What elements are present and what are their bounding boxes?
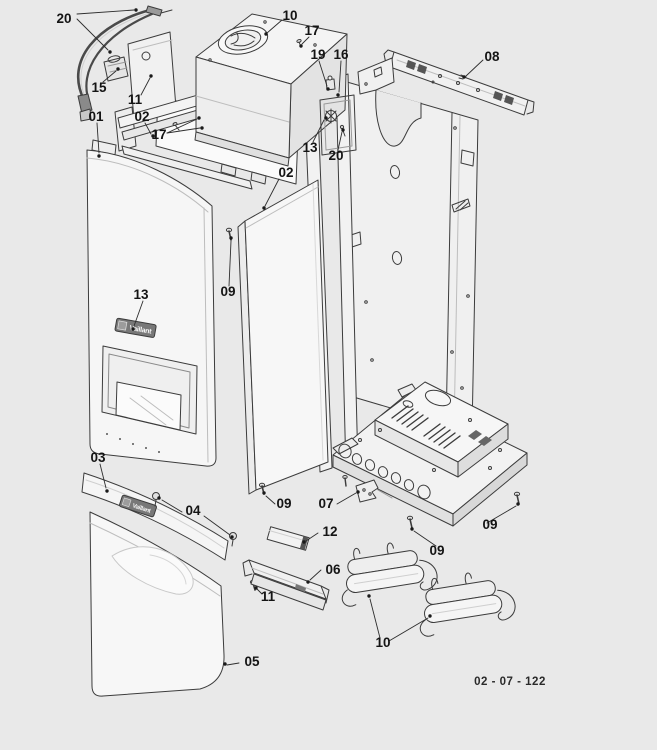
front-casing-panel: Vaillant (86, 139, 217, 467)
callout-20-cable: 20 (56, 11, 71, 26)
fan-collar (217, 25, 269, 55)
callout-19: 19 (310, 47, 325, 62)
wall-mounting-rail (383, 49, 535, 116)
controls-fascia-strip: Vaillant (81, 472, 237, 561)
callout-07: 07 (318, 496, 333, 511)
screw-chassis-right (513, 491, 521, 505)
callout-20-right: 20 (328, 148, 343, 163)
screw-chassis-left (406, 515, 414, 529)
callout-09-b: 09 (276, 496, 291, 511)
callout-09-a: 09 (220, 284, 235, 299)
callout-02-left: 02 (134, 109, 149, 124)
fixing-screws (225, 227, 521, 591)
callout-11-screw: 11 (261, 589, 276, 604)
spark-plug-connector (103, 55, 129, 82)
callout-labels: 20 15 11 01 02 17 10 17 19 16 13 20 08 0… (56, 8, 500, 669)
rear-frame-panel (346, 81, 479, 433)
leader-lines (76, 8, 520, 666)
ignition-cable (77, 5, 173, 122)
chassis-base (332, 381, 528, 527)
callout-12: 12 (322, 524, 337, 539)
pipe-clamps (341, 542, 516, 637)
callout-16: 16 (333, 47, 349, 62)
callout-04: 04 (185, 503, 201, 518)
callout-11-rail: 11 (128, 92, 143, 107)
vent-slats (391, 405, 461, 449)
callout-15: 15 (91, 80, 107, 95)
leader-dots (97, 8, 520, 666)
brand-badge: Vaillant (114, 317, 157, 338)
interlock-small-parts (319, 57, 395, 156)
callout-08: 08 (484, 49, 500, 64)
pipe-clamp-right (419, 572, 516, 637)
callout-17-top: 17 (304, 23, 319, 38)
callout-01: 01 (88, 109, 104, 124)
side-panel (237, 179, 329, 495)
callout-03: 03 (90, 450, 106, 465)
drawing-number: 02 - 07 - 122 (474, 676, 546, 688)
callout-05: 05 (244, 654, 260, 669)
brand-badge-strip-text: Vaillant (131, 503, 151, 515)
bottom-baffle-rail (242, 559, 330, 611)
callout-09-d: 09 (482, 517, 497, 532)
callout-10-clamps: 10 (375, 635, 390, 650)
callout-10-box: 10 (282, 8, 297, 23)
callout-17-left: 17 (151, 127, 166, 142)
callout-06: 06 (325, 562, 341, 577)
callout-02-mid: 02 (278, 165, 293, 180)
brand-badge-text: Vaillant (129, 325, 153, 336)
air-intake-box (194, 13, 348, 185)
callout-09-c: 09 (429, 543, 444, 558)
screw-bracket (342, 475, 348, 487)
cover-plate (266, 526, 310, 551)
callout-13-top: 13 (302, 140, 318, 155)
callout-13-badge: 13 (133, 287, 149, 302)
retaining-bracket (355, 479, 393, 503)
front-door-panel (89, 511, 225, 697)
screw-side-panel-top (225, 227, 233, 241)
brand-badge-strip: Vaillant (119, 494, 157, 518)
fixing-clip-right (229, 532, 237, 547)
pipe-clamp-left (341, 542, 438, 607)
